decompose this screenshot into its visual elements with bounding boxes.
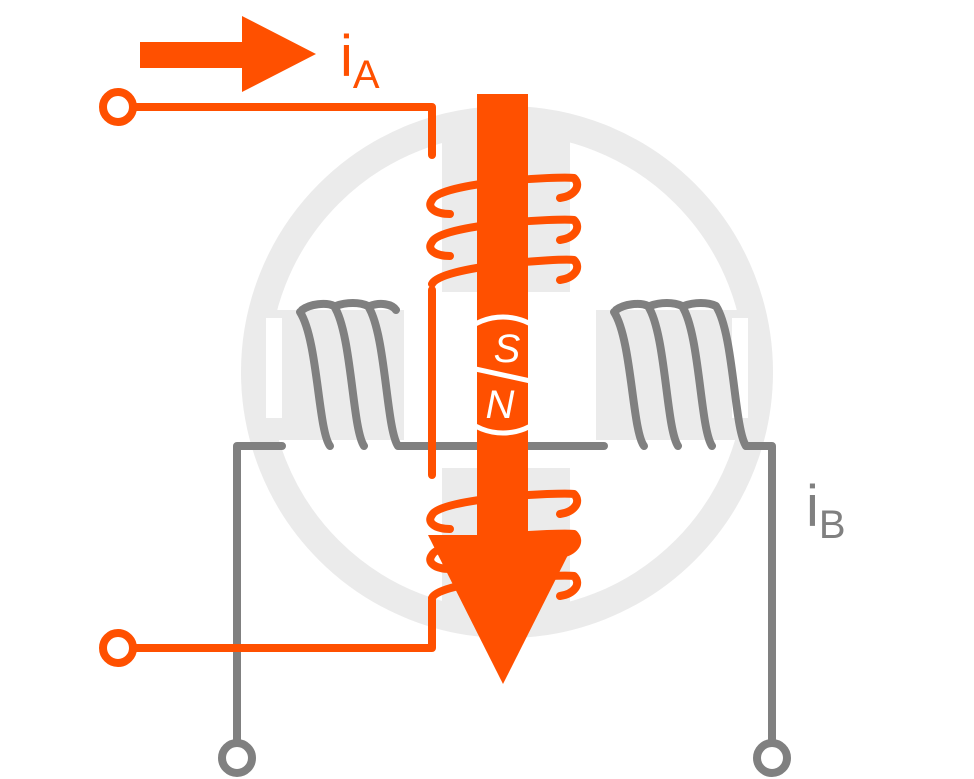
phase-b-coil-left [296,299,414,450]
phase-b-wire-left [233,442,286,744]
rotor: S N [442,314,564,436]
phase-b-coil-right [610,299,750,450]
arrow-down-icon [428,94,578,684]
phase-b-terminal-right [753,739,791,777]
current-a-symbol: i [340,24,353,89]
phase-b-wire-right [742,442,776,744]
current-a-subscript: A [353,53,380,97]
phase-a-winding [130,103,582,652]
arrow-right-icon [140,16,316,92]
current-a-label: iA [340,24,380,97]
phase-a-terminal-bottom [99,629,137,667]
rotor-north-label: N [486,383,515,427]
current-b-label: iB [806,474,846,547]
rotor-pole-divider [447,360,559,390]
stator-slot-left [266,318,282,418]
phase-a-coil-bottom [426,489,582,602]
phase-a-coil-top [426,173,582,288]
rotor-outline [442,314,564,436]
field-arrow-shaft [477,94,528,554]
current-b-symbol: i [806,474,819,539]
rotor-south-label: S [494,327,521,371]
phase-a-terminal-top [99,88,137,126]
phase-b-terminal-left [218,739,256,777]
phase-a-wire-bottom [130,596,436,652]
field-arrow-head [428,535,578,684]
phase-a-wire-top [130,103,436,159]
current-b-subscript: B [819,503,846,547]
